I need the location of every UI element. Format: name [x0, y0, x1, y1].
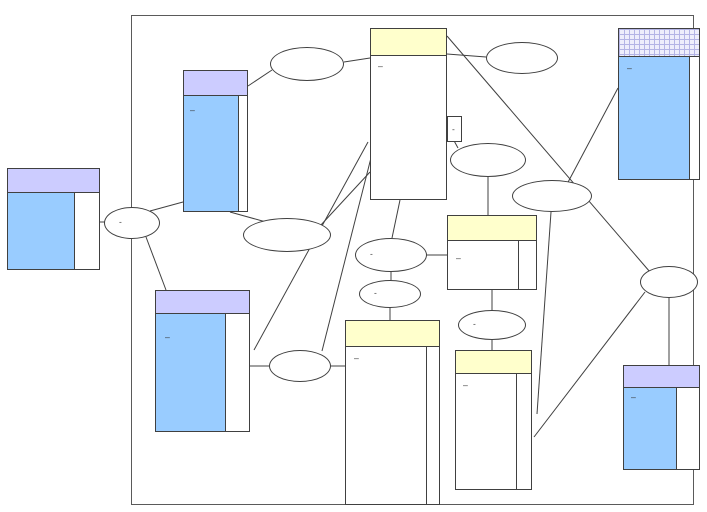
- entity-g-header: [346, 321, 439, 347]
- entity-box-h[interactable]: —: [455, 350, 532, 490]
- connector-line: [343, 57, 371, 63]
- connector-line: [446, 35, 651, 273]
- entity-g-right-column: [426, 347, 439, 504]
- entity-box-i[interactable]: —: [623, 365, 700, 470]
- entity-b-right-column: [74, 193, 99, 269]
- connector-line: [145, 236, 167, 291]
- connector-line: [321, 145, 375, 352]
- entity-d-right-column: [689, 57, 699, 179]
- entity-g-body: [346, 347, 439, 504]
- entity-e-right-column: [518, 241, 536, 289]
- entity-f-field-label: —: [165, 333, 170, 342]
- entity-b-header: [8, 169, 99, 193]
- entity-c-stub-label: -: [451, 125, 456, 134]
- entity-f-header: [156, 291, 249, 314]
- entity-h-header: [456, 351, 531, 374]
- entity-box-a[interactable]: —: [183, 70, 248, 212]
- entity-box-e[interactable]: —: [447, 215, 537, 290]
- attribute-3-label: -: [118, 217, 123, 227]
- attribute-9-label: -: [472, 319, 477, 329]
- entity-i-header: [624, 366, 699, 388]
- entity-i-right-column: [676, 388, 699, 469]
- entity-c-stub-body: [448, 117, 461, 141]
- connector-line: [319, 171, 371, 227]
- attribute-ellipse-8[interactable]: -: [359, 280, 421, 308]
- entity-d-header: [619, 29, 699, 57]
- entity-a-right-column: [238, 96, 247, 211]
- connector-line: [149, 201, 184, 212]
- entity-box-b[interactable]: [7, 168, 100, 270]
- attribute-ellipse-1[interactable]: [270, 47, 344, 81]
- entity-a-header: [184, 71, 247, 96]
- connector-line: [533, 291, 646, 438]
- entity-box-f[interactable]: —: [155, 290, 250, 432]
- entity-box-c[interactable]: —: [370, 28, 447, 200]
- attribute-ellipse-3[interactable]: -: [104, 207, 160, 239]
- entity-h-field-label: —: [463, 381, 468, 390]
- entity-h-right-column: [516, 374, 531, 489]
- attribute-8-label: -: [373, 288, 378, 298]
- attribute-ellipse-6[interactable]: [512, 180, 592, 212]
- connector-line: [446, 53, 487, 58]
- entity-i-field-label: —: [631, 393, 636, 402]
- entity-c-field-label: —: [378, 62, 383, 71]
- entity-c-body: [371, 56, 446, 199]
- connector-line: [565, 87, 619, 187]
- connector-line: [247, 69, 273, 87]
- attribute-7-label: -: [369, 249, 374, 259]
- entity-d-field-label: —: [627, 64, 632, 73]
- entity-box-c-stub[interactable]: -: [447, 116, 462, 142]
- entity-g-field-label: —: [354, 354, 359, 363]
- entity-a-body: [184, 96, 247, 211]
- attribute-ellipse-11[interactable]: [640, 266, 698, 298]
- entity-box-d[interactable]: —: [618, 28, 700, 180]
- connector-line: [536, 211, 552, 415]
- entity-d-body: [619, 57, 699, 179]
- attribute-ellipse-9[interactable]: -: [458, 310, 526, 340]
- entity-a-field-label: —: [190, 106, 195, 115]
- attribute-ellipse-2[interactable]: [486, 42, 558, 74]
- attribute-ellipse-5[interactable]: [450, 143, 526, 177]
- attribute-ellipse-7[interactable]: -: [355, 238, 427, 272]
- entity-c-header: [371, 29, 446, 56]
- entity-e-header: [448, 216, 536, 241]
- entity-f-right-column: [225, 314, 249, 431]
- entity-e-field-label: —: [456, 254, 461, 263]
- entity-box-g[interactable]: —: [345, 320, 440, 505]
- attribute-ellipse-4[interactable]: [243, 218, 331, 252]
- attribute-ellipse-10[interactable]: [269, 350, 331, 382]
- connector-line: [391, 199, 401, 239]
